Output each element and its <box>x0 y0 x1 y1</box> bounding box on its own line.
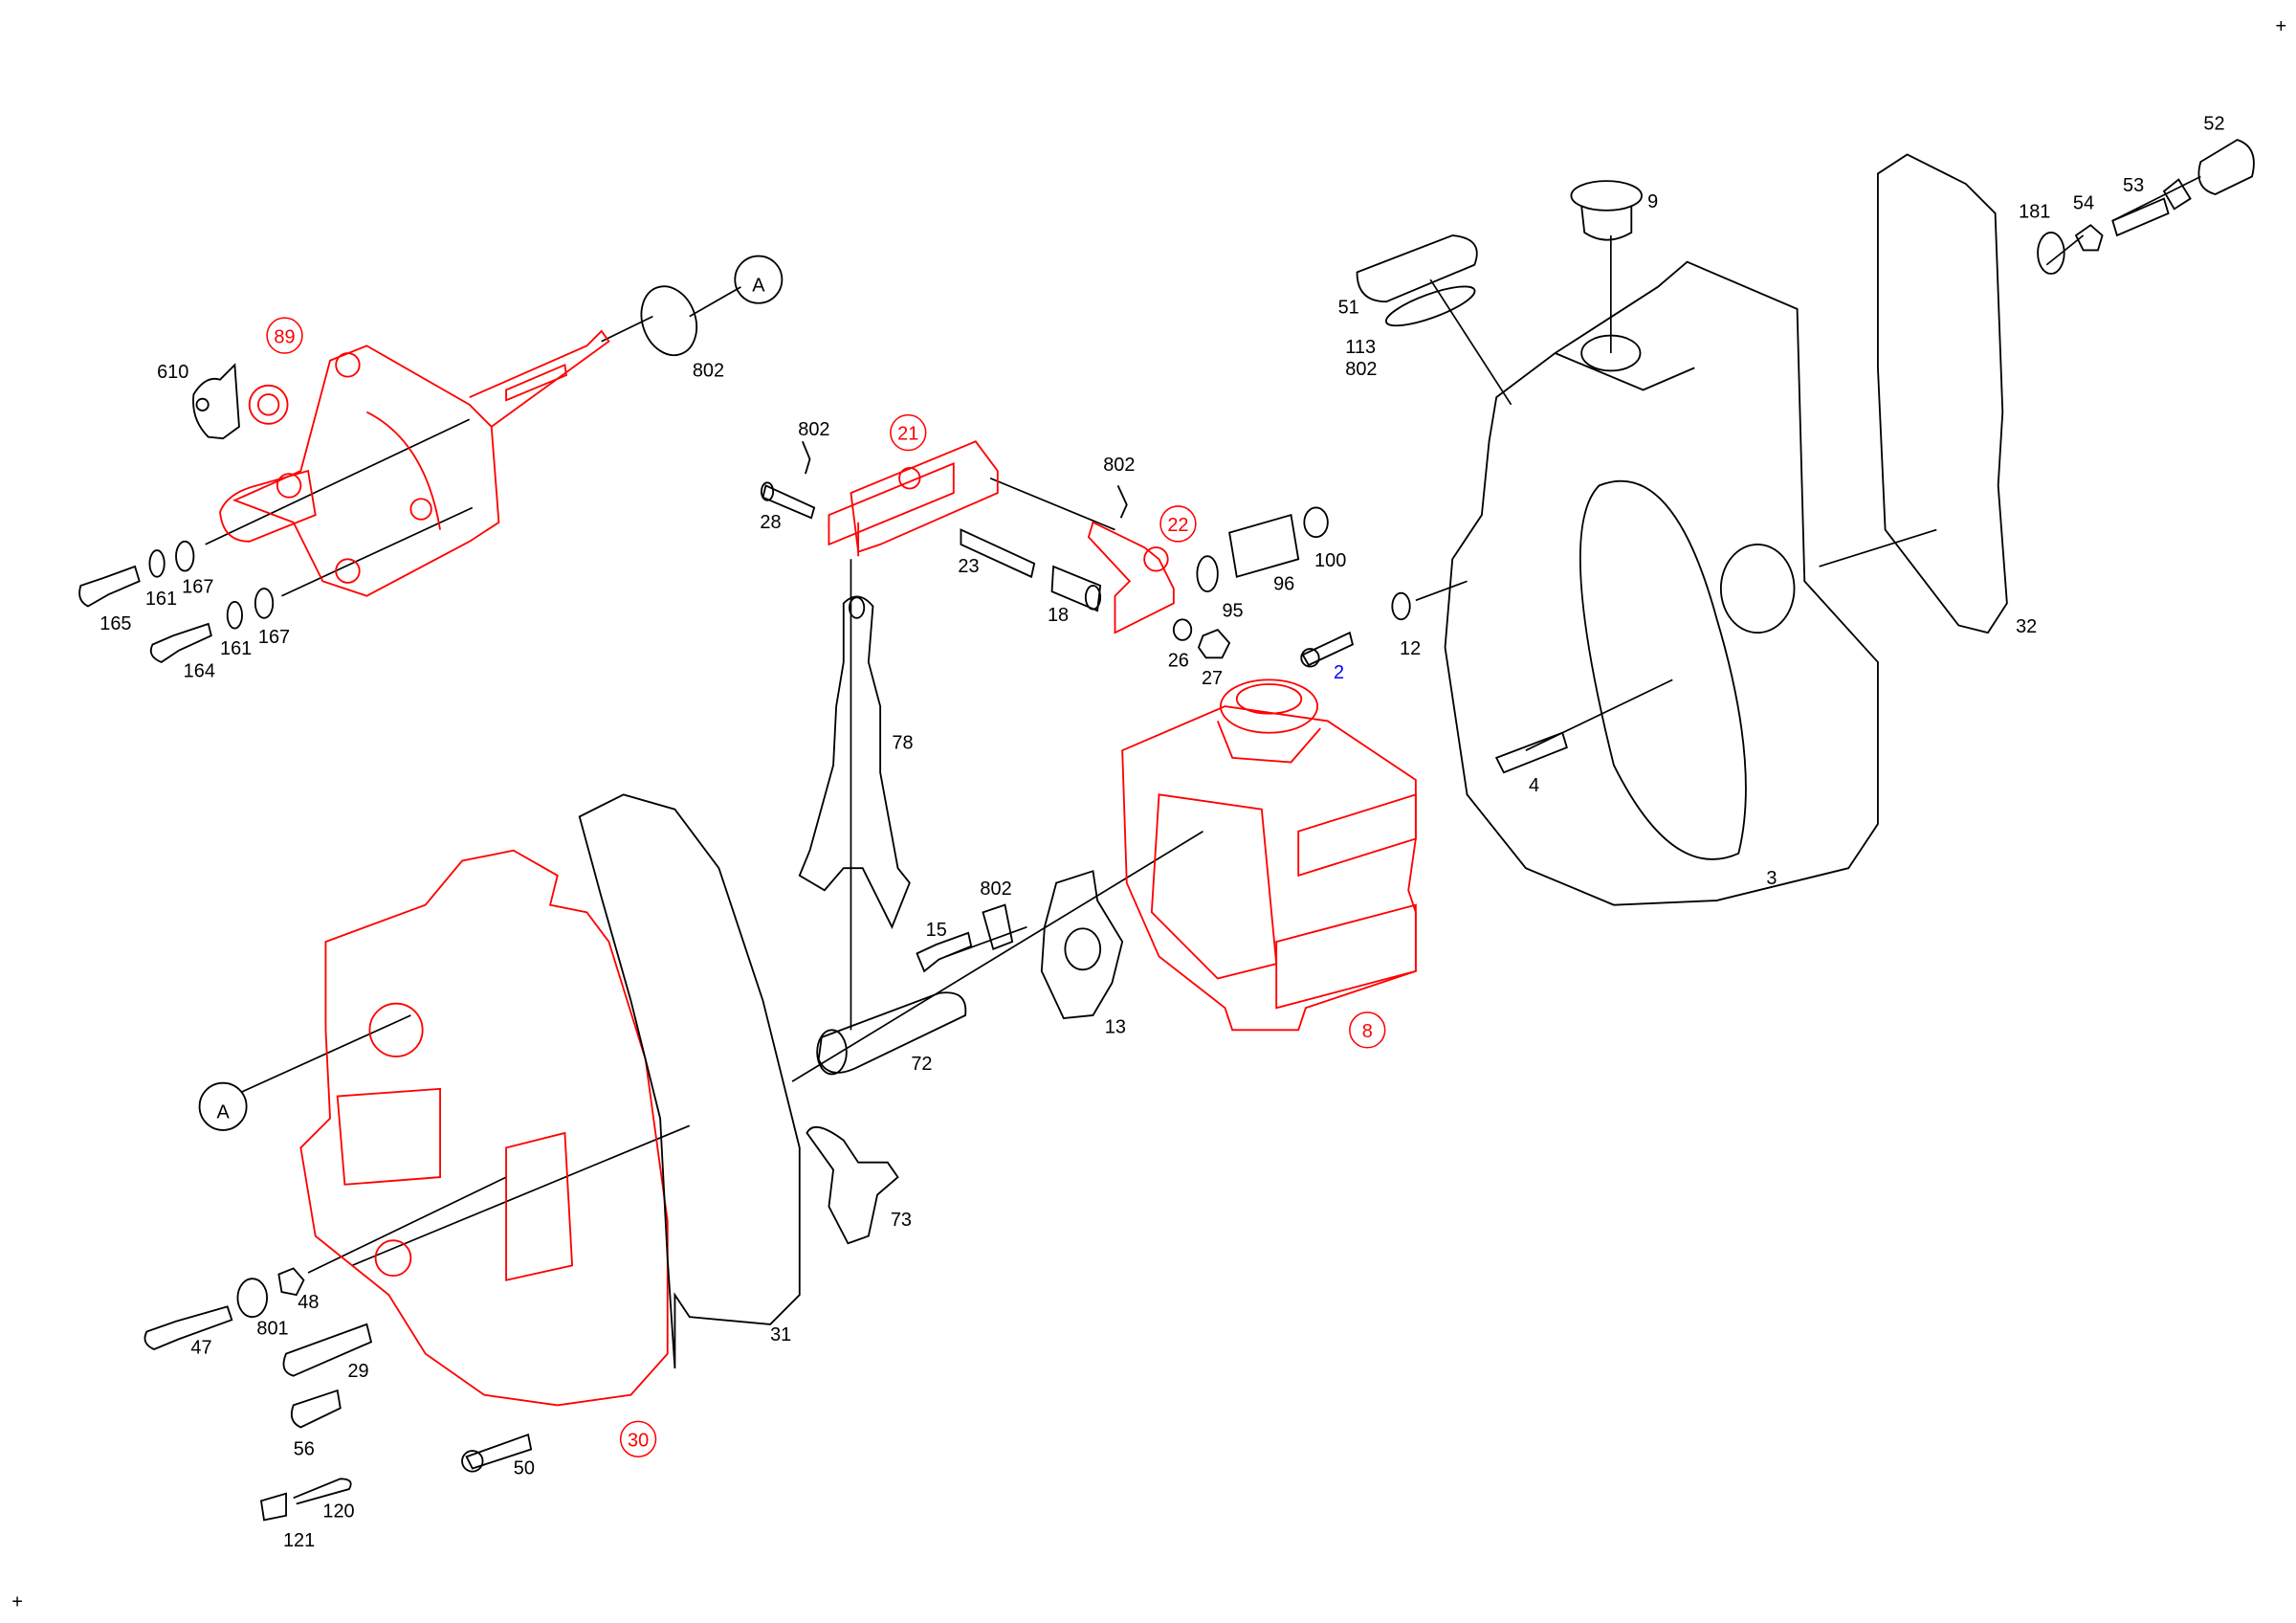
lever-78-drawing[interactable] <box>798 595 911 929</box>
assembly-21-drawing[interactable] <box>828 440 999 557</box>
assembly-label-89[interactable]: 89 <box>266 317 303 354</box>
assembly-label-21[interactable]: 21 <box>890 413 927 452</box>
part-label[interactable]: 9 <box>1647 191 1658 212</box>
part-label[interactable]: 13 <box>1105 1016 1126 1037</box>
part-label[interactable]: 47 <box>190 1338 211 1359</box>
part-label[interactable]: 161 <box>145 589 177 610</box>
part-label[interactable]: 96 <box>1273 574 1294 595</box>
part-label[interactable]: 48 <box>298 1292 319 1313</box>
reference-a-label: A <box>216 1102 230 1123</box>
part-label[interactable]: 29 <box>347 1361 368 1382</box>
corner-mark: + <box>11 1592 23 1613</box>
part-label[interactable]: 165 <box>99 613 131 634</box>
part-label[interactable]: 18 <box>1048 605 1069 626</box>
part-label[interactable]: 802 <box>1345 359 1377 380</box>
part-label[interactable]: 12 <box>1400 638 1421 659</box>
corner-mark: + <box>2276 16 2287 37</box>
part-label[interactable]: 161 <box>220 638 252 659</box>
part-label[interactable]: 3 <box>1766 868 1777 889</box>
gasket-32-drawing[interactable] <box>1877 153 2008 634</box>
part-label[interactable]: 802 <box>798 419 829 440</box>
part-15-drawing[interactable] <box>916 931 973 973</box>
assembly-89-drawing[interactable] <box>219 329 610 597</box>
part-labels: 610 802 165 161 167 164 161 167 802 28 8… <box>99 113 2224 1551</box>
part-73-drawing[interactable] <box>806 1125 899 1245</box>
part-label[interactable]: 802 <box>693 361 724 382</box>
part-label[interactable]: 167 <box>258 627 290 648</box>
lower-left-hardware[interactable] <box>144 1267 533 1522</box>
part-13-drawing[interactable] <box>1040 870 1124 1020</box>
reference-a-bottom[interactable]: A <box>198 1081 248 1131</box>
screw-4-drawing[interactable] <box>1494 731 1568 774</box>
assembly-8-drawing[interactable] <box>1121 678 1417 1032</box>
assembly-30-drawing[interactable] <box>299 849 669 1407</box>
part-label[interactable]: 28 <box>760 512 781 533</box>
part-label[interactable]: 78 <box>892 733 913 754</box>
part-label[interactable]: 72 <box>911 1054 932 1075</box>
part-label[interactable]: 73 <box>891 1210 912 1231</box>
part-label[interactable]: 50 <box>514 1458 535 1479</box>
part-label[interactable]: 26 <box>1168 651 1189 672</box>
part-label[interactable]: 51 <box>1338 297 1359 318</box>
part-label[interactable]: 15 <box>926 920 947 941</box>
part-label[interactable]: 4 <box>1529 775 1539 796</box>
assembly-number: 21 <box>897 424 918 445</box>
reference-a-label: A <box>752 275 765 296</box>
assembly-label-22[interactable]: 22 <box>1159 505 1197 543</box>
part-label-highlighted[interactable]: 2 <box>1334 662 1344 683</box>
right-top-hardware[interactable] <box>2037 139 2255 275</box>
assembly-22-drawing[interactable] <box>1087 521 1175 634</box>
assembly-number: 8 <box>1362 1021 1373 1042</box>
shaft-72-drawing[interactable] <box>816 991 967 1076</box>
part-label[interactable]: 167 <box>182 577 213 598</box>
part-label[interactable]: 802 <box>980 878 1011 900</box>
screws-and-washers-89[interactable] <box>78 540 275 663</box>
housing-3-drawing[interactable] <box>1444 260 1879 906</box>
cover-51-drawing[interactable] <box>1356 234 1479 333</box>
assembly-label-8[interactable]: 8 <box>1349 1012 1386 1049</box>
gasket-31-drawing[interactable] <box>578 793 801 1369</box>
part-802-clip-drawing[interactable] <box>982 903 1014 950</box>
part-label[interactable]: 23 <box>958 556 979 577</box>
part-label[interactable]: 164 <box>184 660 215 681</box>
part-label[interactable]: 53 <box>2123 175 2144 196</box>
part-label[interactable]: 52 <box>2203 113 2224 134</box>
assembly-number: 30 <box>628 1430 649 1451</box>
reference-a-top[interactable]: A <box>734 255 784 304</box>
part-label[interactable]: 32 <box>2016 616 2037 637</box>
leader-lines <box>205 175 2201 1274</box>
part-label[interactable]: 56 <box>294 1439 315 1460</box>
part-label[interactable]: 610 <box>157 362 188 383</box>
part-610-drawing[interactable] <box>192 363 240 440</box>
o-ring-802-drawing[interactable] <box>632 278 706 363</box>
part-label[interactable]: 95 <box>1222 600 1243 621</box>
assembly-label-30[interactable]: 30 <box>619 1420 657 1458</box>
part-label[interactable]: 31 <box>770 1324 791 1345</box>
part-label[interactable]: 54 <box>2073 192 2094 213</box>
plug-9-drawing[interactable] <box>1570 180 1643 241</box>
part-label[interactable]: 27 <box>1202 668 1223 689</box>
small-parts-linkage[interactable] <box>760 440 1411 668</box>
part-label[interactable]: 181 <box>2019 202 2050 223</box>
part-label[interactable]: 121 <box>283 1530 315 1551</box>
assembly-number: 89 <box>274 326 295 347</box>
part-label[interactable]: 113 <box>1345 337 1376 358</box>
part-label[interactable]: 802 <box>1103 455 1135 476</box>
part-label[interactable]: 801 <box>256 1319 288 1340</box>
assembly-number: 22 <box>1167 515 1188 536</box>
part-label[interactable]: 100 <box>1314 550 1346 571</box>
part-label[interactable]: 120 <box>322 1501 354 1522</box>
